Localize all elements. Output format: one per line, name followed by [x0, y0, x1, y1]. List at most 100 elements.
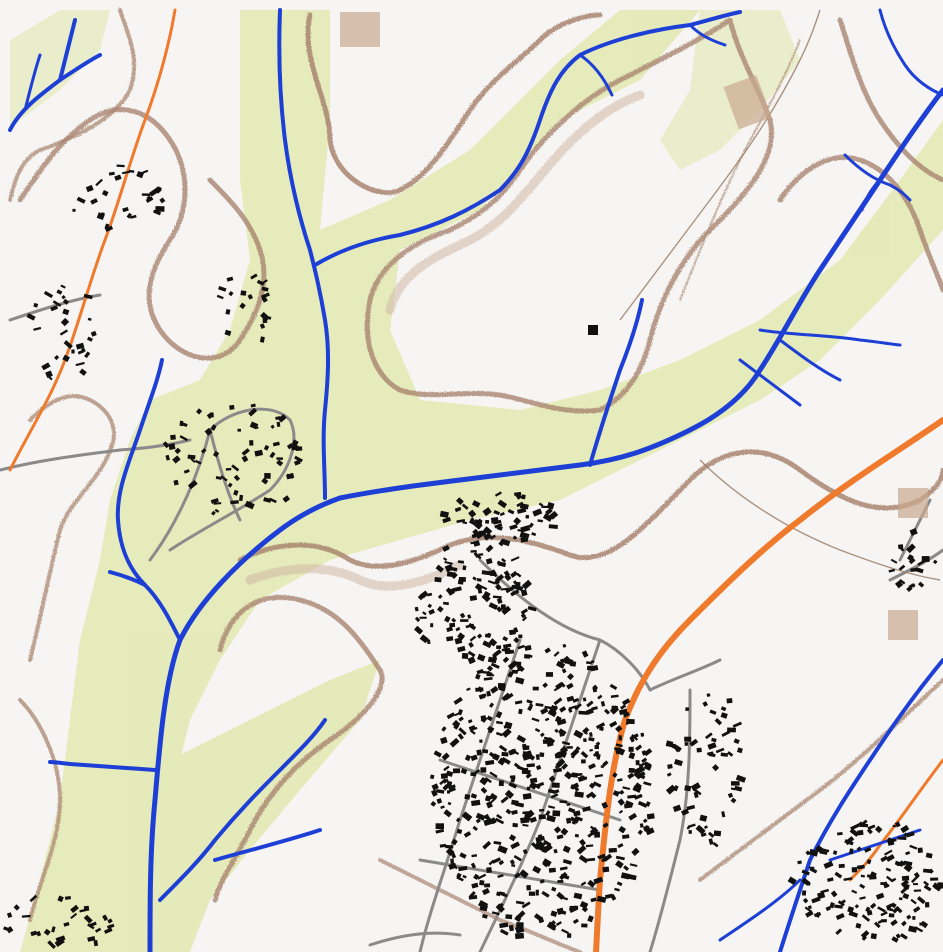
building-cluster — [3, 164, 943, 949]
building — [913, 872, 920, 879]
building — [695, 824, 706, 835]
building — [501, 647, 509, 652]
building — [498, 902, 504, 909]
building — [851, 889, 858, 894]
building — [449, 737, 460, 748]
building — [525, 514, 530, 519]
building — [442, 516, 452, 524]
building — [501, 605, 512, 616]
building — [617, 843, 624, 849]
building — [513, 872, 521, 879]
building — [830, 890, 838, 898]
building — [488, 638, 498, 647]
building — [249, 421, 259, 430]
building — [708, 838, 714, 845]
building — [435, 828, 445, 834]
building — [895, 906, 903, 914]
building — [905, 851, 911, 856]
building — [880, 911, 888, 917]
building — [467, 650, 476, 658]
building — [870, 902, 877, 909]
building — [95, 178, 103, 187]
building — [859, 823, 869, 828]
building — [454, 637, 463, 645]
building — [227, 482, 233, 488]
building — [455, 817, 461, 823]
building — [516, 507, 527, 514]
building — [861, 935, 868, 941]
building — [913, 906, 921, 913]
building — [43, 290, 54, 299]
building — [616, 778, 623, 782]
building — [244, 500, 255, 510]
building — [76, 196, 86, 204]
building — [645, 825, 650, 829]
building — [684, 785, 692, 792]
building — [801, 869, 810, 876]
building — [490, 685, 499, 694]
building — [449, 787, 456, 793]
building — [462, 874, 467, 879]
building — [516, 910, 526, 920]
building — [720, 752, 729, 757]
building — [556, 907, 565, 915]
building — [600, 700, 606, 707]
building — [512, 822, 518, 828]
building — [452, 768, 461, 774]
building — [513, 580, 517, 585]
building — [56, 289, 63, 295]
building — [477, 588, 483, 594]
building — [705, 732, 713, 740]
building — [485, 759, 495, 766]
building — [488, 702, 495, 708]
building — [505, 808, 512, 815]
building — [615, 860, 624, 869]
building — [443, 557, 448, 562]
building — [510, 570, 518, 578]
building — [857, 821, 863, 827]
footpaths — [619, 9, 941, 581]
building — [440, 736, 448, 745]
building — [711, 737, 717, 743]
building — [493, 509, 501, 516]
building — [270, 424, 275, 429]
building — [95, 927, 102, 933]
building — [64, 896, 71, 900]
building — [490, 569, 497, 576]
building — [214, 508, 220, 513]
building — [557, 879, 564, 883]
building — [505, 586, 515, 594]
building — [431, 789, 438, 797]
building — [233, 474, 241, 482]
building — [554, 761, 564, 769]
building — [628, 812, 638, 821]
building — [263, 444, 270, 451]
building — [881, 919, 887, 923]
building — [495, 903, 505, 913]
building — [874, 921, 881, 929]
building — [467, 614, 472, 619]
building — [885, 867, 892, 872]
building — [561, 928, 570, 935]
building — [721, 730, 731, 737]
building — [672, 804, 682, 813]
building — [439, 510, 449, 518]
building — [508, 629, 516, 636]
building — [494, 491, 502, 497]
building — [493, 649, 502, 657]
building — [805, 850, 811, 856]
building — [877, 906, 886, 913]
building — [631, 734, 639, 741]
building — [593, 876, 604, 885]
building — [439, 778, 447, 786]
building — [559, 871, 568, 881]
building — [586, 857, 596, 862]
building — [616, 747, 626, 756]
building — [622, 786, 631, 791]
building — [520, 613, 527, 619]
building — [930, 877, 939, 881]
building — [51, 926, 56, 933]
building — [33, 302, 39, 308]
building — [525, 745, 530, 750]
building — [155, 206, 165, 212]
